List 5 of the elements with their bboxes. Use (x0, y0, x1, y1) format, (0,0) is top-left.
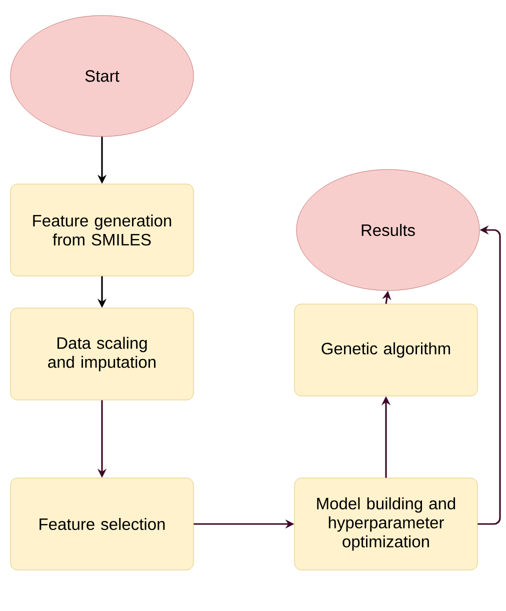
process-box: Model building and hyperparameter optimization (294, 478, 478, 570)
process-box: Feature generation from SMILES (10, 184, 194, 276)
process-box: Data scaling and imputation (10, 308, 194, 400)
process-box: Genetic algorithm (294, 304, 478, 396)
process-box: Feature selection (10, 478, 194, 570)
